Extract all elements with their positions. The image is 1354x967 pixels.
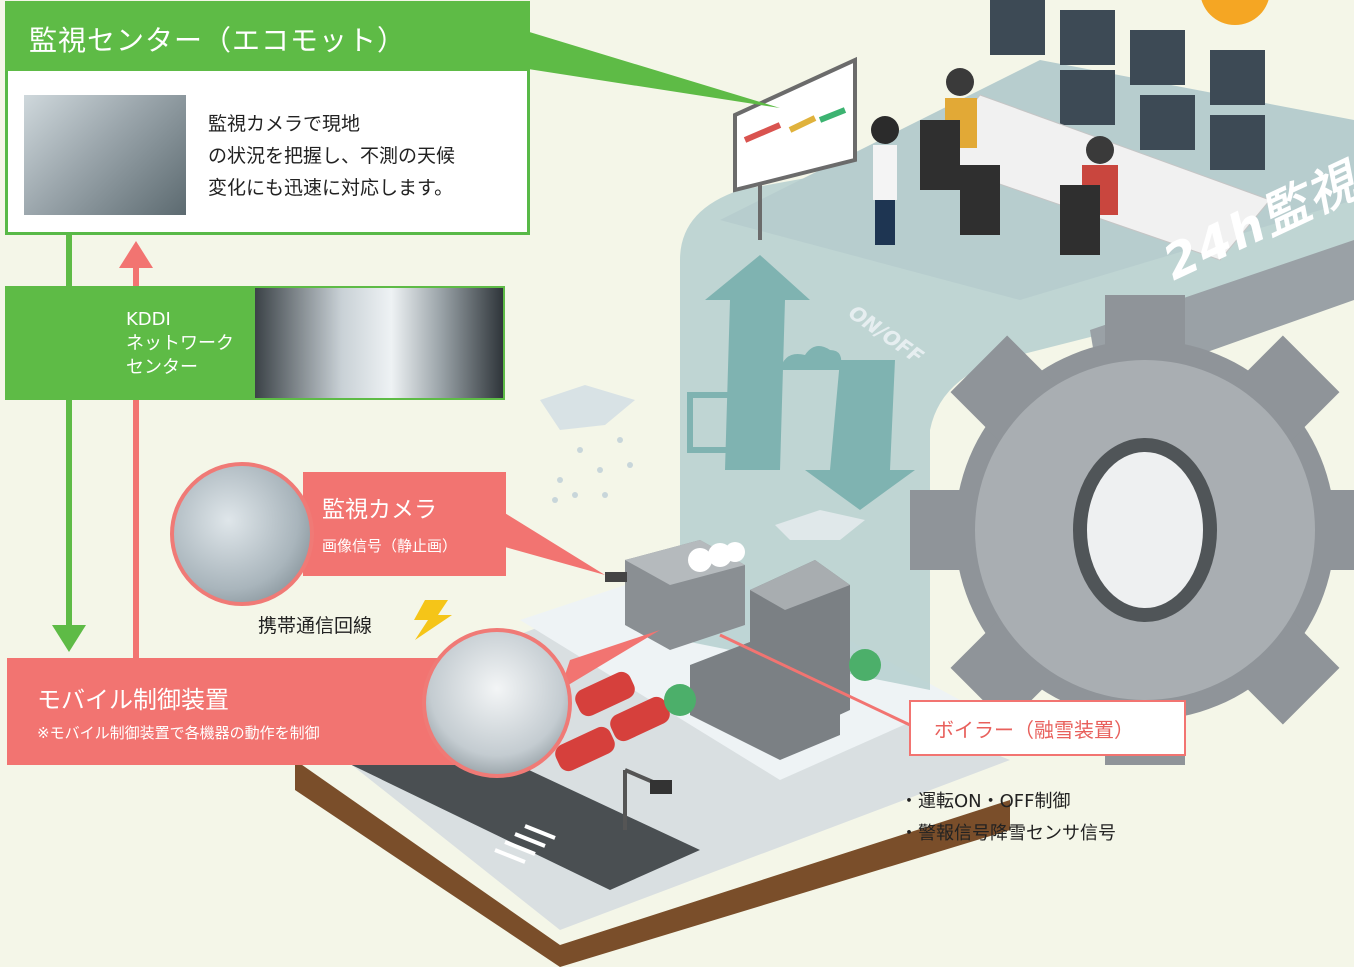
operator-2 (1086, 136, 1114, 164)
up-arrow (705, 255, 810, 470)
boiler-callout (909, 700, 1186, 756)
monitor-wall (990, 0, 1265, 170)
up-flow-arrow (119, 241, 153, 268)
camera-photo (170, 462, 314, 606)
description-line: 監視カメラで現地 (208, 113, 361, 135)
server-room-photo (255, 288, 503, 398)
cloud-right (775, 510, 865, 540)
traffic-light (650, 780, 672, 794)
boiler-item: ・運転ON・OFF制御 (900, 791, 1071, 812)
steam-1 (688, 548, 712, 572)
mobile-line-label: 携帯通信回線 (258, 615, 373, 637)
tower-roof (750, 560, 850, 610)
whiteboard-line-green (818, 107, 847, 123)
description-line: 変化にも迅速に対応します。 (208, 177, 454, 199)
chair-3 (1060, 185, 1100, 255)
operator-photo (24, 95, 186, 215)
camera-callout (303, 472, 506, 576)
ground-side (295, 760, 1010, 967)
building-camera-icon (605, 572, 627, 582)
mobile-control-note: ※モバイル制御装置で各機器の動作を制御 (37, 724, 320, 742)
operator-1 (946, 68, 974, 96)
whiteboard-line-yellow (788, 115, 817, 133)
mobile-control-panel (7, 658, 457, 765)
cloud-left (540, 385, 635, 430)
crosswalk (494, 824, 556, 864)
down-flow-line (66, 234, 72, 629)
tree-1 (664, 684, 696, 716)
image-icon (687, 392, 753, 453)
center-pointer (470, 14, 780, 108)
steam-3 (725, 542, 745, 562)
whiteboard-line-red (743, 122, 782, 143)
description-line: の状況を把握し、不測の天候 (208, 145, 456, 167)
person-walking-body (873, 145, 897, 200)
camera-pointer (480, 510, 605, 575)
car-2 (610, 696, 670, 742)
chair-2 (960, 165, 1000, 235)
car-3 (555, 726, 615, 772)
down-arrow (805, 360, 915, 510)
chair-1 (920, 120, 960, 190)
down-flow-arrow (52, 625, 86, 652)
mobile-control-title: モバイル制御装置 (37, 686, 229, 714)
boiler-control-list: ・運転ON・OFF制御 ・警報信号降雪センサ信号 (900, 786, 1116, 850)
office-building (690, 640, 840, 760)
person-walking (871, 116, 899, 144)
snow-dots (552, 437, 633, 503)
kddi-label-line: KDDI (126, 309, 171, 330)
person-walking-legs (875, 200, 895, 245)
data-ribbon (680, 110, 1354, 690)
kddi-label-line: センター (126, 357, 198, 378)
device-pointer (560, 630, 660, 690)
boiler-item: ・警報信号降雪センサ信号 (900, 823, 1116, 844)
kddi-label: KDDI ネットワーク センター (126, 308, 234, 380)
cloud-icon (780, 346, 842, 370)
car-1 (575, 671, 635, 717)
camera-subtitle: 画像信号（静止画） (322, 537, 458, 555)
tree-2 (849, 649, 881, 681)
lightning-icon (414, 600, 452, 640)
boiler-label: ボイラー（融雪装置） (934, 718, 1134, 742)
camera-title: 監視カメラ (322, 497, 437, 523)
control-device-photo (422, 628, 572, 778)
monitoring-center-description: 監視カメラで現地 の状況を把握し、不測の天候 変化にも迅速に対応します。 (208, 108, 488, 204)
monitoring-center-title: 監視センター（エコモット） (29, 24, 407, 57)
kddi-label-line: ネットワーク (126, 333, 234, 354)
up-flow-line (133, 265, 139, 660)
alert-lamp (1201, 0, 1269, 25)
boiler-pointer (719, 633, 911, 727)
monitoring-center-header: 監視センター（エコモット） (5, 1, 530, 71)
